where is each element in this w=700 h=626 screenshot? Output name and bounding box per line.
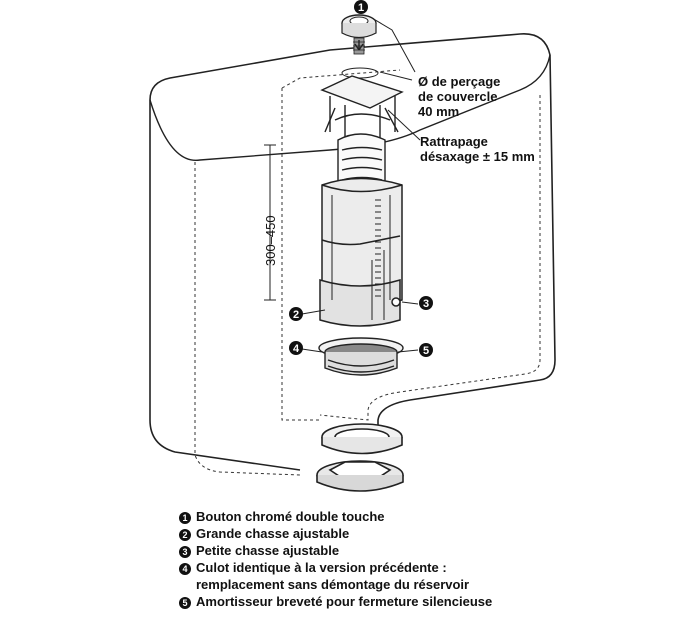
valve-body xyxy=(319,177,403,327)
callout-5-num: 5 xyxy=(423,345,429,357)
legend-text-3: Petite chasse ajustable xyxy=(196,543,340,558)
legend-num-3: 3 xyxy=(179,546,191,558)
callout-3-num: 3 xyxy=(423,298,429,310)
callout-2: 2 xyxy=(289,307,303,321)
washer xyxy=(316,460,404,492)
legend-item-1: 1 Bouton chromé double touche xyxy=(179,508,679,525)
dimension-guide-dashed xyxy=(281,69,401,421)
legend-num-2: 2 xyxy=(179,529,191,541)
rack xyxy=(375,199,381,297)
callout-4-num: 4 xyxy=(293,343,300,355)
valve-base xyxy=(318,337,404,376)
callout-5: 5 xyxy=(419,343,433,357)
callout-4: 4 xyxy=(289,341,303,355)
legend: 1 Bouton chromé double touche 2 Grande cha… xyxy=(179,508,679,610)
legend-text-2: Grande chasse ajustable xyxy=(196,526,350,541)
arrow-icon xyxy=(354,40,364,51)
legend-item-2: 2 Grande chasse ajustable xyxy=(179,525,679,542)
legend-item-3: 3 Petite chasse ajustable xyxy=(179,542,679,559)
lock-nut xyxy=(321,423,403,455)
callout-2-num: 2 xyxy=(293,309,299,321)
legend-text-5: Amortisseur breveté pour fermeture silen… xyxy=(196,594,493,609)
legend-item-4: 4 Culot identique à la version précédente… xyxy=(179,559,679,593)
dimension-label: 300–450 xyxy=(263,215,278,266)
callout-3: 3 xyxy=(419,296,433,310)
legend-num-1: 1 xyxy=(179,512,191,524)
legend-text-4: Culot identique à la version précédente … xyxy=(196,560,447,575)
legend-item-5: 5 Amortisseur breveté pour fermeture sile… xyxy=(179,593,679,610)
flush-valve-diagram: 1 2 3 4 5 xyxy=(149,0,556,492)
tank-inner-dashed xyxy=(194,95,541,476)
diagram-svg: 1 2 3 4 5 xyxy=(149,0,556,492)
callout-1-num: 1 xyxy=(358,2,364,14)
callout-1: 1 xyxy=(354,0,368,14)
legend-num-4: 4 xyxy=(179,563,191,575)
legend-num-5: 5 xyxy=(179,597,191,609)
leader-lines xyxy=(301,17,421,353)
legend-text-4-cont: remplacement sans démontage du réservoir xyxy=(196,577,470,592)
tank-outline xyxy=(149,33,556,471)
chrome-button xyxy=(341,14,377,55)
legend-text-1: Bouton chromé double touche xyxy=(196,509,385,524)
hole-size-label: Ø de perçage de couvercle 40 mm xyxy=(418,74,501,119)
offset-label: Rattrapage désaxage ± 15 mm xyxy=(420,134,535,164)
